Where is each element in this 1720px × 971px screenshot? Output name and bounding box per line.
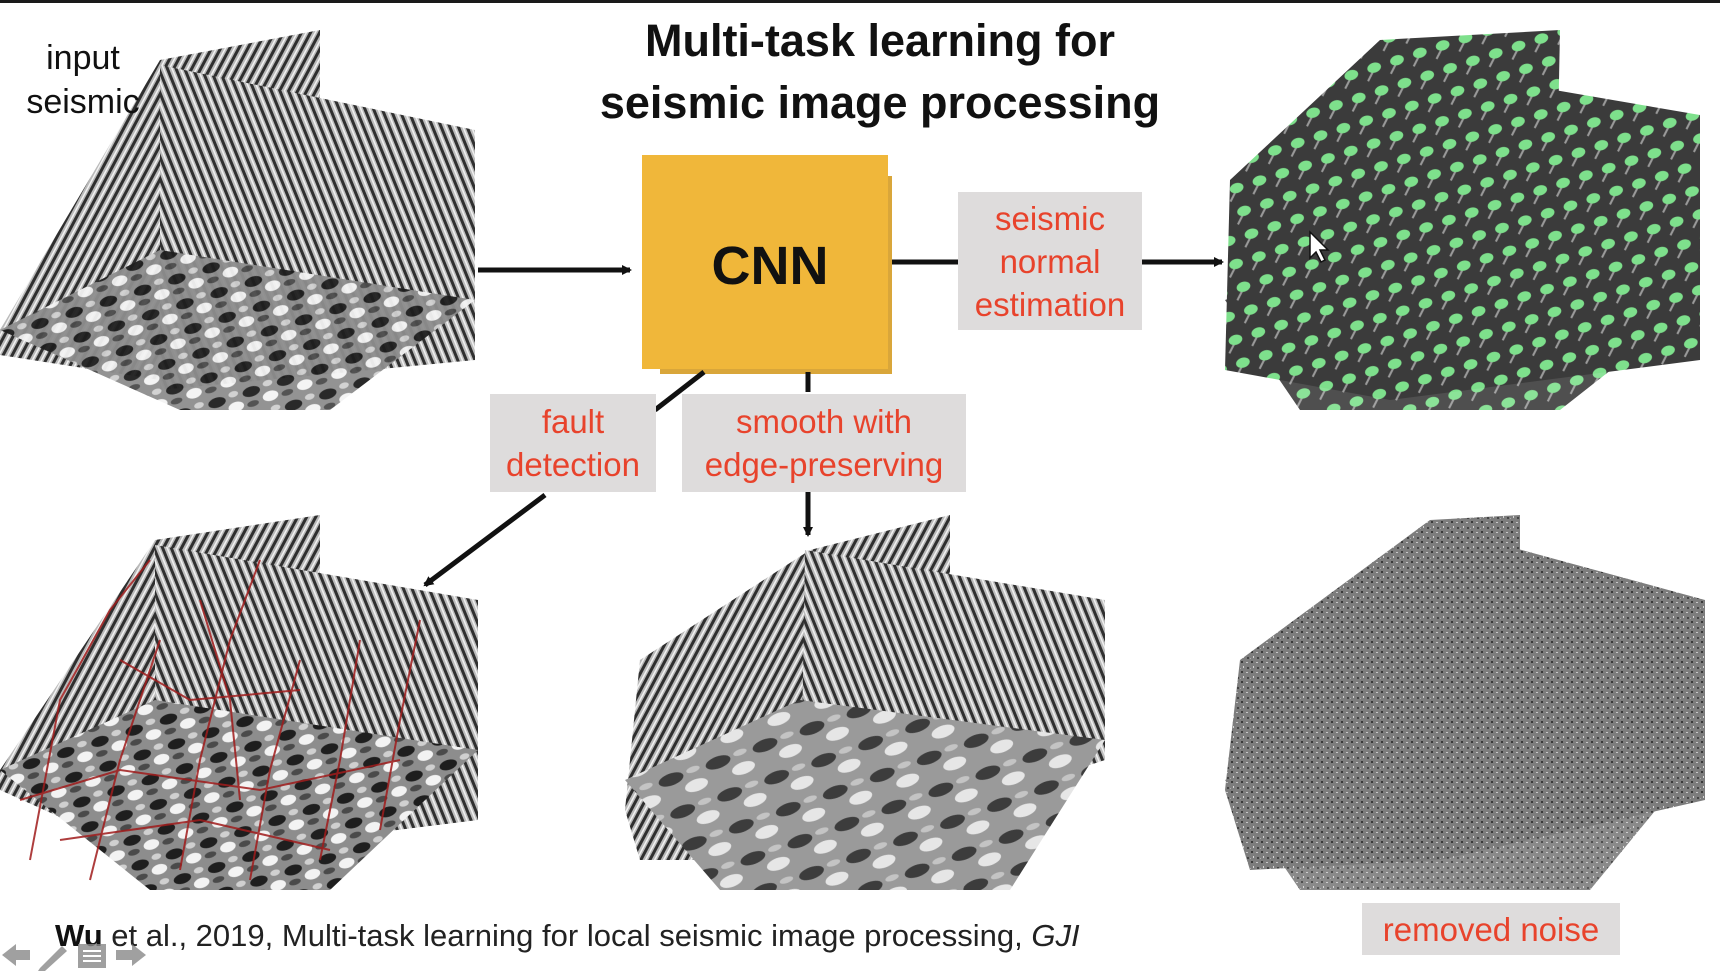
title-line-2: seismic image processing xyxy=(599,77,1161,128)
menu-icon[interactable] xyxy=(78,944,106,968)
input-cube-base xyxy=(0,250,475,410)
fault-detection-cube xyxy=(0,515,478,890)
smooth-label-line-1: smooth with xyxy=(735,403,913,440)
title-line-1: Multi-task learning for xyxy=(644,15,1116,66)
fault-detection-label: fault detection xyxy=(490,394,656,492)
cnn-block xyxy=(642,155,892,374)
citation-journal: GJI xyxy=(1031,918,1080,953)
flow-arrows xyxy=(423,257,1224,587)
smooth-label-line-2: edge-preserving xyxy=(704,446,944,483)
mouse-cursor-icon xyxy=(1309,230,1330,264)
slide-nav-controls xyxy=(2,944,146,971)
removed-noise-cube xyxy=(1225,515,1705,890)
smooth-edge-preserving-label: smooth with edge-preserving xyxy=(682,394,966,492)
pen-icon[interactable] xyxy=(38,946,67,971)
fault-lines xyxy=(19,559,421,881)
arrow-fault-label-to-cube xyxy=(423,493,547,587)
fault-label-line-2: detection xyxy=(506,446,640,483)
smooth-cube-base xyxy=(625,700,1105,890)
cnn-layer-1 xyxy=(642,155,888,369)
normal-label-line-3: estimation xyxy=(974,285,1126,323)
noise-cube-base xyxy=(1225,700,1705,890)
normal-label-line-2: normal xyxy=(999,242,1101,280)
normal-label-line-1: seismic xyxy=(994,199,1105,237)
normal-cube-base xyxy=(1225,240,1700,410)
input-label-line-1: input xyxy=(46,39,120,77)
back-arrow-icon[interactable] xyxy=(2,944,30,966)
fault-label-line-1: fault xyxy=(541,403,605,440)
arrow-cnn-to-fault-label xyxy=(653,370,706,412)
input-label-line-2: seismic xyxy=(26,83,140,121)
top-border xyxy=(0,0,1720,3)
input-seismic-label: input seismic xyxy=(8,36,158,124)
cnn-label: CNN xyxy=(711,236,829,296)
normal-estimation-label: seismic normal estimation xyxy=(958,192,1142,330)
slide-title: Multi-task learning for seismic image pr… xyxy=(520,10,1240,134)
forward-arrow-icon[interactable] xyxy=(116,944,146,966)
input-seismic-cube xyxy=(0,30,475,410)
normal-estimation-cube xyxy=(1225,30,1700,410)
removed-noise-label: removed noise xyxy=(1362,903,1620,955)
smoothed-cube xyxy=(625,515,1105,890)
citation-text: et al., 2019, Multi-task learning for lo… xyxy=(102,918,1032,953)
citation: Wu et al., 2019, Multi-task learning for… xyxy=(55,918,1080,954)
